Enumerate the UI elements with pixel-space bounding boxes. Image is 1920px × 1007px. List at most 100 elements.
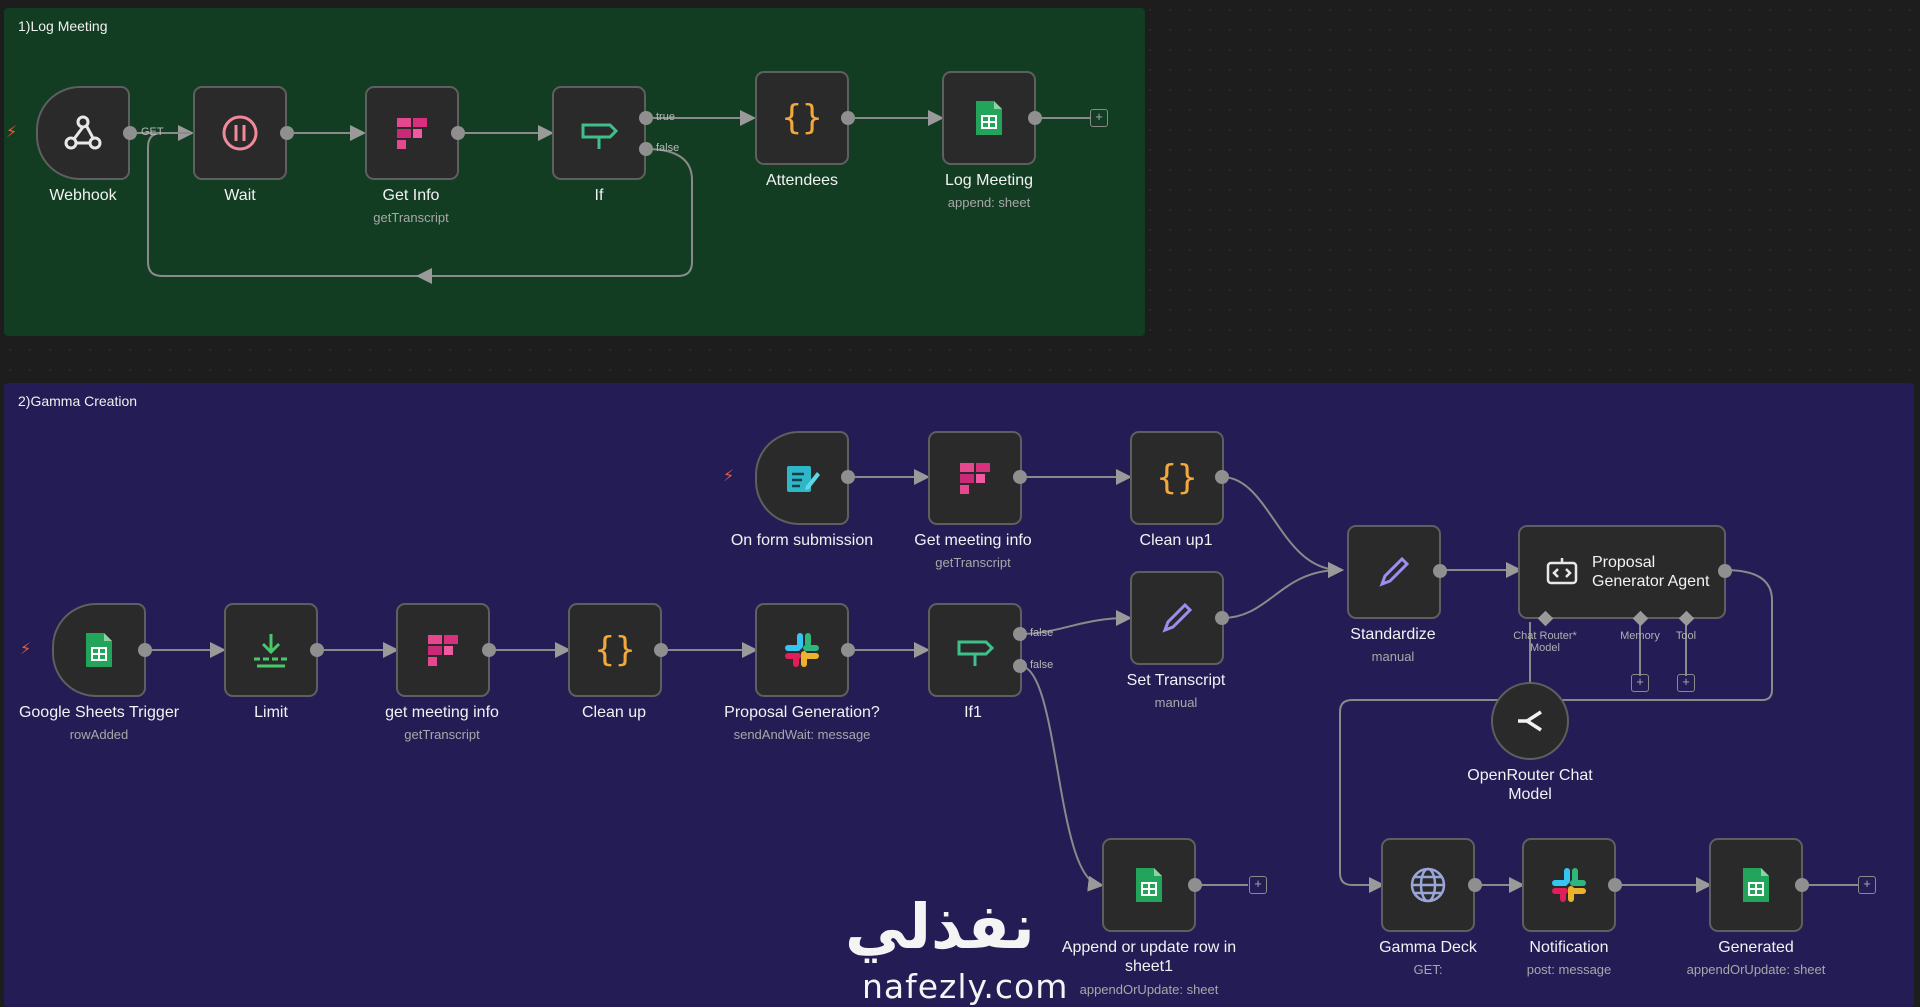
output-port-false[interactable] <box>1013 659 1027 673</box>
output-port[interactable] <box>1433 564 1447 578</box>
node-standardize[interactable] <box>1347 525 1441 619</box>
group-title: 1)Log Meeting <box>18 18 108 34</box>
port-label-tool: Tool <box>1675 630 1697 642</box>
trigger-bolt-icon: ⚡ <box>20 641 32 658</box>
node-if[interactable] <box>552 86 646 180</box>
port-label-memory: Memory <box>1620 630 1660 642</box>
fireflies-icon <box>960 463 990 494</box>
node-label: Webhook <box>49 187 117 204</box>
fireflies-icon <box>428 635 458 666</box>
node-openrouter-chat-model[interactable] <box>1491 682 1569 760</box>
node-attendees[interactable]: {} <box>755 71 849 165</box>
node-label: Proposal Generator Agent <box>1592 554 1710 590</box>
signpost-icon <box>957 640 994 666</box>
node-log-meeting[interactable] <box>942 71 1036 165</box>
node-subtitle: appendOrUpdate: sheet <box>1686 962 1826 977</box>
output-port[interactable] <box>123 126 137 140</box>
add-node-button[interactable]: + <box>1249 876 1267 894</box>
slack-icon <box>1552 868 1586 902</box>
output-port-false[interactable] <box>639 142 653 156</box>
node-label: Get Info <box>382 187 440 204</box>
output-port[interactable] <box>1215 611 1229 625</box>
node-label: Clean up <box>581 704 647 721</box>
node-subtitle: append: sheet <box>947 195 1031 210</box>
node-subtitle: manual <box>1154 695 1198 710</box>
output-port[interactable] <box>1718 564 1732 578</box>
node-append-update-row[interactable] <box>1102 838 1196 932</box>
node-label: Notification <box>1529 939 1609 956</box>
node-label: Google Sheets Trigger <box>18 704 180 721</box>
node-gamma-deck[interactable] <box>1381 838 1475 932</box>
node-on-form-submission[interactable] <box>755 431 849 525</box>
port-label-model: Chat Router* Model <box>1513 630 1577 654</box>
output-port[interactable] <box>1795 878 1809 892</box>
trigger-bolt-icon: ⚡ <box>6 124 18 141</box>
fireflies-icon <box>397 118 427 149</box>
output-port[interactable] <box>1013 470 1027 484</box>
node-proposal-generator-agent[interactable]: Proposal Generator Agent <box>1518 525 1726 619</box>
output-port[interactable] <box>310 643 324 657</box>
google-sheets-icon <box>1743 868 1769 902</box>
node-subtitle: GET: <box>1413 962 1443 977</box>
output-port[interactable] <box>841 470 855 484</box>
signpost-icon <box>581 123 618 149</box>
node-get-info[interactable] <box>365 86 459 180</box>
output-port[interactable] <box>1215 470 1229 484</box>
node-generated[interactable] <box>1709 838 1803 932</box>
trigger-bolt-icon: ⚡ <box>723 468 735 485</box>
output-port[interactable] <box>654 643 668 657</box>
node-subtitle: post: message <box>1526 962 1612 977</box>
output-port-false[interactable] <box>1013 627 1027 641</box>
node-get-meeting-info-top[interactable] <box>928 431 1022 525</box>
output-port[interactable] <box>482 643 496 657</box>
code-braces-icon: {} <box>781 98 823 138</box>
google-sheets-icon <box>976 101 1002 135</box>
pencil-icon <box>1379 556 1410 587</box>
add-node-button[interactable]: + <box>1090 109 1108 127</box>
output-port[interactable] <box>841 643 855 657</box>
output-port[interactable] <box>1028 111 1042 125</box>
node-limit[interactable] <box>224 603 318 697</box>
node-get-meeting-info[interactable] <box>396 603 490 697</box>
node-label: Set Transcript <box>1126 672 1226 689</box>
output-port[interactable] <box>138 643 152 657</box>
google-sheets-icon <box>1136 868 1162 902</box>
node-proposal-generation[interactable] <box>755 603 849 697</box>
output-port[interactable] <box>1188 878 1202 892</box>
output-port[interactable] <box>280 126 294 140</box>
add-tool-button[interactable]: + <box>1677 674 1695 692</box>
node-google-sheets-trigger[interactable] <box>52 603 146 697</box>
edge-label-get: GET <box>141 126 164 138</box>
node-notification[interactable] <box>1522 838 1616 932</box>
webhook-icon <box>64 115 102 150</box>
edge-label-false: false <box>1030 659 1054 671</box>
node-webhook[interactable] <box>36 86 130 180</box>
node-label: On form submission <box>730 532 874 549</box>
node-subtitle: manual <box>1371 649 1415 664</box>
output-port[interactable] <box>451 126 465 140</box>
node-wait[interactable] <box>193 86 287 180</box>
node-label: Proposal Generation? <box>724 704 880 721</box>
node-label: get meeting info <box>385 704 499 721</box>
node-set-transcript[interactable] <box>1130 571 1224 665</box>
node-clean-up[interactable]: {} <box>568 603 662 697</box>
node-label: OpenRouter Chat Model <box>1467 767 1593 803</box>
node-subtitle: getTranscript <box>404 727 480 742</box>
output-port-true[interactable] <box>639 111 653 125</box>
add-memory-button[interactable]: + <box>1631 674 1649 692</box>
node-subtitle: getTranscript <box>935 555 1011 570</box>
output-port[interactable] <box>841 111 855 125</box>
output-port[interactable] <box>1608 878 1622 892</box>
node-clean-up1[interactable]: {} <box>1130 431 1224 525</box>
edge-label-false: false <box>656 142 680 154</box>
node-subtitle: getTranscript <box>373 210 449 225</box>
node-label: Wait <box>224 187 256 204</box>
add-node-button[interactable]: + <box>1858 876 1876 894</box>
node-if1[interactable] <box>928 603 1022 697</box>
google-sheets-icon <box>86 633 112 667</box>
limit-icon <box>254 634 288 668</box>
node-label: Get meeting info <box>914 532 1032 549</box>
node-label: Append or update row in sheet1 <box>1061 939 1237 975</box>
node-label: Limit <box>254 704 288 721</box>
output-port[interactable] <box>1468 878 1482 892</box>
